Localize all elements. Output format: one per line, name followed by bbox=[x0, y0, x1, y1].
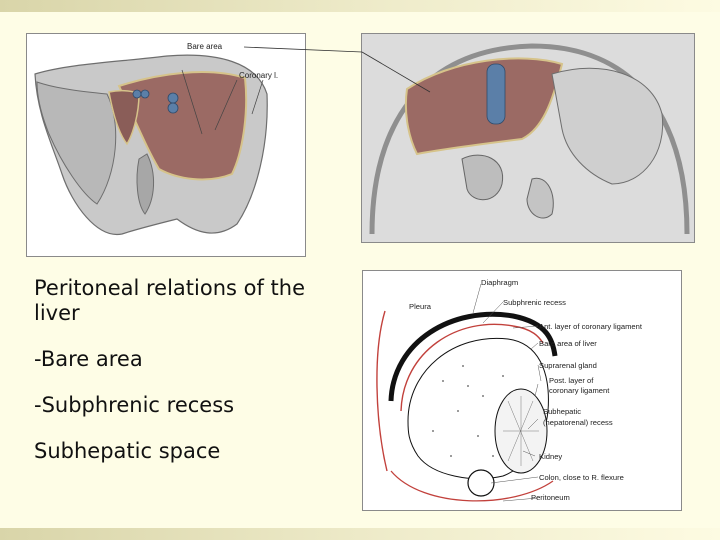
note-bare-area: -Bare area bbox=[34, 347, 143, 371]
label-diaphragm: Diaphragm bbox=[481, 278, 518, 287]
top-decorative-band bbox=[0, 0, 720, 12]
label-coronary-ligament: Coronary l. bbox=[239, 71, 278, 80]
kidney-striations bbox=[503, 396, 539, 466]
rib-cage-outline bbox=[369, 43, 690, 235]
kidney-shape bbox=[526, 177, 554, 219]
label-post-layer-2: coronary ligament bbox=[549, 386, 610, 395]
stomach-shape bbox=[551, 67, 664, 185]
label-subhepatic-2: (hepatorenal) recess bbox=[543, 418, 613, 427]
colon-shape bbox=[467, 469, 495, 497]
sagittal-drawing: Diaphragm Pleura Subphrenic recess Ant. … bbox=[376, 278, 643, 502]
subphrenic-peritoneum bbox=[400, 323, 544, 412]
label-peritoneum: Peritoneum bbox=[531, 493, 570, 502]
label-pleura: Pleura bbox=[409, 302, 432, 311]
label-post-layer-1: Post. layer of bbox=[549, 376, 594, 385]
label-subphrenic-recess: Subphrenic recess bbox=[503, 298, 566, 307]
label-kidney: Kidney bbox=[539, 452, 562, 461]
label-subhepatic-1: Subhepatic bbox=[543, 407, 581, 416]
bottom-decorative-band bbox=[0, 528, 720, 540]
liver-left-lobe bbox=[36, 81, 117, 205]
liver-posterior-illustration: Bare area Coronary l. bbox=[26, 33, 306, 257]
bare-area-in-situ bbox=[404, 57, 564, 156]
bare-area-left-part bbox=[108, 89, 140, 146]
label-bare-area: Bare area bbox=[187, 42, 223, 51]
label-suprarenal-gland: Suprarenal gland bbox=[539, 361, 597, 370]
diaphragm-thick-line bbox=[388, 311, 558, 402]
note-subphrenic-recess: -Subphrenic recess bbox=[34, 393, 235, 417]
liver-posterior-drawing: Bare area Coronary l. bbox=[34, 42, 278, 236]
bare-area-region bbox=[117, 71, 248, 181]
label-bare-area-of-liver: Bare area of liver bbox=[539, 339, 597, 348]
liver-in-situ-drawing bbox=[362, 34, 694, 242]
duodenum-shape bbox=[461, 154, 504, 201]
sagittal-peritoneum-diagram: Diaphragm Pleura Subphrenic recess Ant. … bbox=[362, 270, 682, 511]
notes-list: Peritoneal relations of the liver -Bare … bbox=[34, 276, 334, 464]
label-colon: Colon, close to R. flexure bbox=[539, 473, 624, 482]
gallbladder-fossa bbox=[136, 153, 155, 215]
notes-title: Peritoneal relations of the liver bbox=[34, 276, 306, 325]
ivc-vessels bbox=[132, 89, 179, 114]
label-ant-layer-coronary: Ant. layer of coronary ligament bbox=[539, 322, 643, 331]
label-leader-lines bbox=[472, 283, 542, 502]
liver-in-situ-illustration bbox=[361, 33, 695, 243]
note-subhepatic-space: Subhepatic space bbox=[34, 439, 221, 463]
ivc-tube bbox=[486, 63, 506, 125]
peritoneum-lower bbox=[390, 470, 554, 502]
pleura-line bbox=[376, 310, 388, 472]
